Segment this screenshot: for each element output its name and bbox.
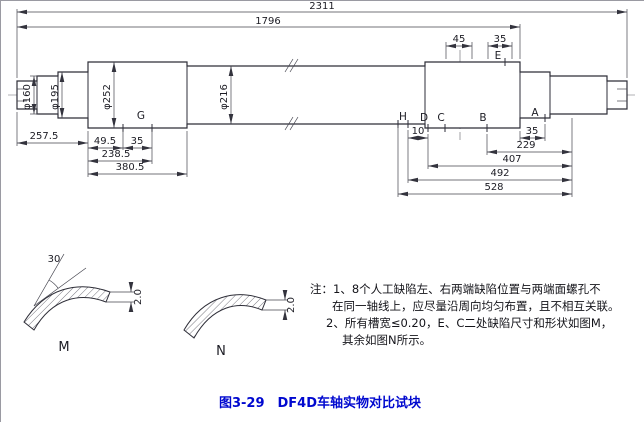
dim-380-5: 380.5 xyxy=(116,162,145,173)
dim-528: 528 xyxy=(484,182,503,193)
detail-view-m: 30 2.0 M xyxy=(23,253,144,355)
defect-label-h: H xyxy=(399,111,407,123)
angle-callout-m xyxy=(33,253,87,307)
defect-label-b: B xyxy=(479,112,486,124)
dim-overall-length: 2311 xyxy=(309,1,334,12)
dim-angle-30: 30 xyxy=(48,254,61,265)
note-line-2: 在同一轴线上，应尽量沿周向均匀布置，且不相互关联。 xyxy=(332,299,620,313)
note-line-1: 注：1、8个人工缺陷左、右两端缺陷位置与两端面螺孔不 xyxy=(310,282,601,296)
view-label-m: M xyxy=(58,340,69,355)
note-line-3: 2、所有槽宽≤0.20，E、C二处缺陷尺寸和形状如图M， xyxy=(326,316,612,330)
notes-block: 注：1、8个人工缺陷左、右两端缺陷位置与两端面螺孔不 在同一轴线上，应尽量沿周向… xyxy=(310,282,620,347)
defect-label-c: C xyxy=(437,112,444,124)
defect-label-g: G xyxy=(137,110,145,122)
defect-groove-ticks xyxy=(122,58,546,132)
dim-top-35: 35 xyxy=(494,34,507,45)
defect-label-d: D xyxy=(420,112,428,124)
dim-407: 407 xyxy=(502,154,521,165)
section-boundary-lines xyxy=(36,62,608,128)
dim-dia-dust-guard: φ195 xyxy=(50,84,61,110)
dim-257-5: 257.5 xyxy=(30,131,59,142)
depth-extension-m xyxy=(106,291,134,303)
view-label-n: N xyxy=(216,344,226,359)
detail-view-n: 2.0 N xyxy=(183,290,297,359)
dim-492: 492 xyxy=(490,168,509,179)
dim-dia-journal: φ160 xyxy=(22,84,33,110)
dimension-labels: 2311 1796 45 35 φ160 φ195 φ252 φ216 257.… xyxy=(22,1,538,193)
center-hole-marks xyxy=(17,88,627,102)
dim-49-5: 49.5 xyxy=(94,136,116,147)
dimension-lines xyxy=(17,9,627,197)
dim-dia-wheel-seat: φ252 xyxy=(102,84,113,110)
note-line-4: 其余如图N所示。 xyxy=(342,333,431,347)
dim-depth-m: 2.0 xyxy=(133,289,144,305)
dim-dia-body: φ216 xyxy=(219,84,230,110)
dim-229: 229 xyxy=(516,140,535,151)
dim-depth-n: 2.0 xyxy=(286,297,297,313)
dim-238-5: 238.5 xyxy=(102,149,131,160)
defect-label-a: A xyxy=(531,107,539,119)
groove-section-m xyxy=(23,286,111,331)
defect-label-e: E xyxy=(495,50,502,62)
dim-35-left: 35 xyxy=(131,136,144,147)
dim-body-length: 1796 xyxy=(255,16,280,27)
dimension-group: 2311 1796 45 35 φ160 φ195 φ252 φ216 257.… xyxy=(16,1,628,197)
groove-section-n xyxy=(183,294,267,339)
defect-position-labels: G H D C B E A xyxy=(137,50,539,124)
dim-top-45: 45 xyxy=(453,34,466,45)
dim-35-right: 35 xyxy=(526,126,539,137)
figure-caption: 图3-29 DF4D车轴实物对比试块 xyxy=(219,395,422,411)
break-marks xyxy=(284,58,299,131)
extension-lines xyxy=(16,9,628,197)
shaft-outline-group xyxy=(8,50,636,140)
dim-10: 10 xyxy=(412,126,425,137)
